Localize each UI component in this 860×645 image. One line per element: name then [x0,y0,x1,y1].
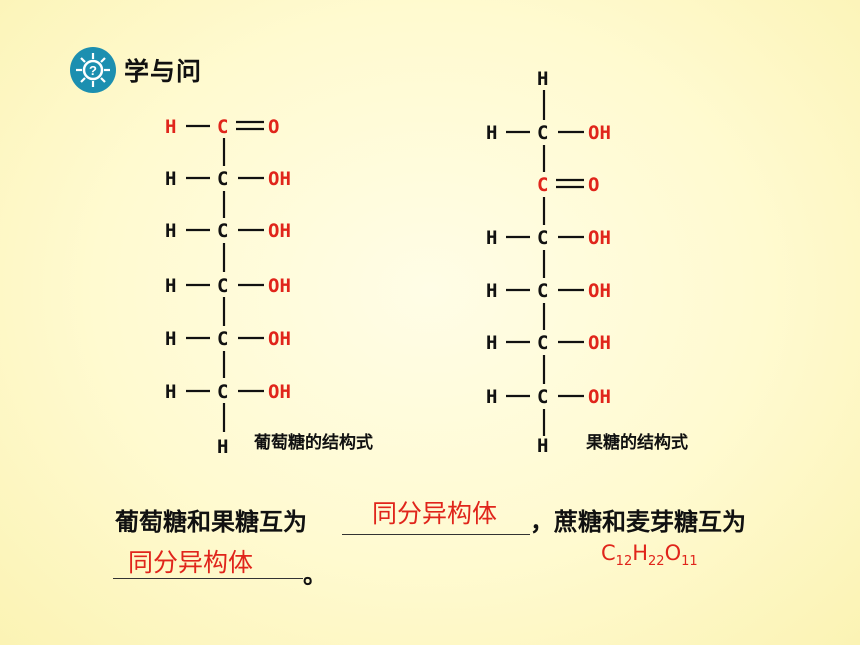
fructose-oh: OH [588,227,611,249]
glucose-h: H [165,328,176,350]
question-line1-start: 葡萄糖和果糖互为 [115,508,307,536]
glucose-c: C [217,381,228,403]
fructose-c: C [537,227,548,249]
fructose-h: H [486,280,497,302]
fructose-h: H [486,386,497,408]
answer-blank-2[interactable] [113,542,303,579]
question-line1-end: ，蔗糖和麦芽糖互为 [530,508,746,536]
glucose-c: C [217,275,228,297]
fructose-caption: 果糖的结构式 [586,433,688,453]
glucose-c: C [217,220,228,242]
fructose-h-bottom: H [537,435,548,457]
sucrose-formula: C12H22O11 [601,541,698,570]
glucose-atoms: H C O H C OH H C OH H C OH H C OH H C OH… [165,116,291,458]
answer-2: 同分异构体 [128,548,254,577]
glucose-h: H [165,381,176,403]
glucose-oh: OH [268,168,291,190]
fructose-h-top: H [537,68,548,90]
fructose-structure [506,90,584,436]
glucose-h-bottom: H [217,436,228,458]
fructose-c: C [537,386,548,408]
glucose-oh: OH [268,381,291,403]
question-line2-end: 。 [303,561,327,589]
glucose-oh: OH [268,275,291,297]
fructose-o-ketone: O [588,174,599,196]
glucose-h-aldehyde: H [165,116,176,138]
glucose-h: H [165,168,176,190]
glucose-oh: OH [268,220,291,242]
fructose-c-ketone: C [537,174,548,196]
glucose-h: H [165,275,176,297]
glucose-c1: C [217,116,228,138]
answer-blank-1[interactable] [342,498,530,535]
fructose-oh: OH [588,386,611,408]
glucose-h: H [165,220,176,242]
fructose-c: C [537,332,548,354]
section-header: ? 学与问 [70,46,202,94]
glucose-structure [186,120,264,432]
glucose-oh: OH [268,328,291,350]
fructose-oh: OH [588,122,611,144]
fructose-c: C [537,122,548,144]
fructose-oh: OH [588,332,611,354]
fructose-oh: OH [588,280,611,302]
fructose-c: C [537,280,548,302]
fructose-h: H [486,227,497,249]
question-gear-icon: ? [70,47,116,93]
answer-1: 同分异构体 [372,499,498,528]
fructose-h: H [486,122,497,144]
glucose-c: C [217,168,228,190]
section-title: 学与问 [124,57,203,86]
glucose-o-aldehyde: O [268,116,279,138]
fructose-atoms: H H C OH C O H C OH H C OH H C OH H C OH… [486,68,611,457]
fructose-h: H [486,332,497,354]
glucose-c: C [217,328,228,350]
svg-text:?: ? [89,63,97,78]
glucose-caption: 葡萄糖的结构式 [254,433,373,453]
